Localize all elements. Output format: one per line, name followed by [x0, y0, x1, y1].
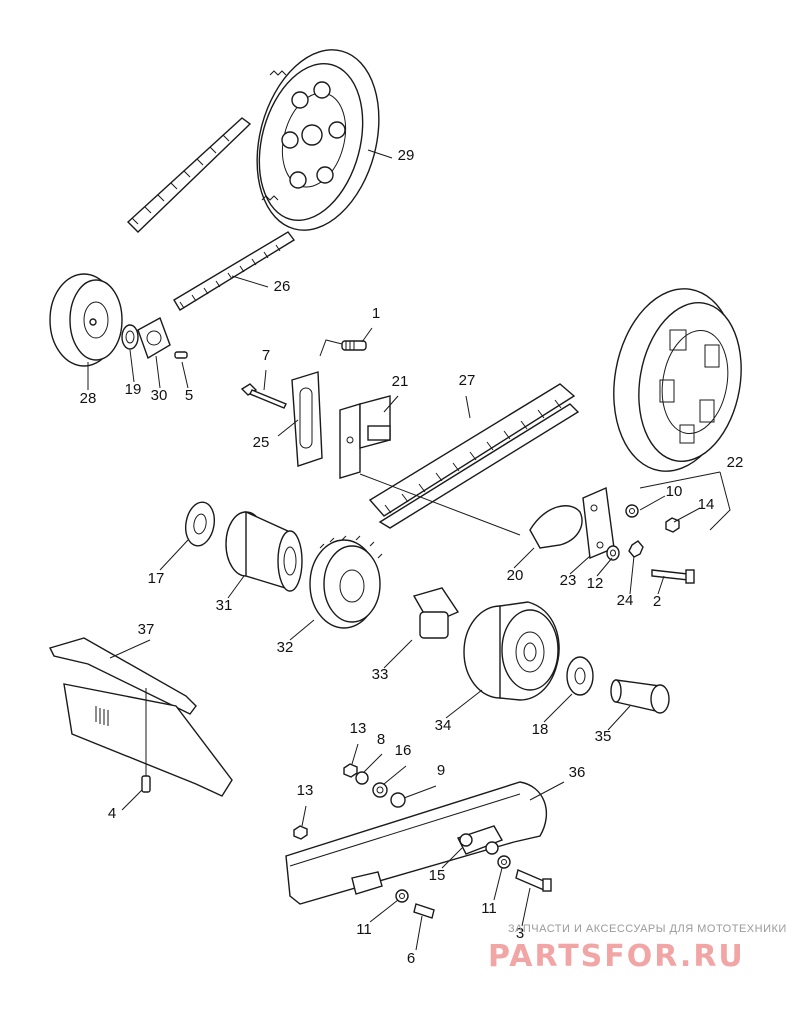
callout-3: 3: [516, 925, 524, 942]
callout-17: 17: [148, 570, 165, 587]
transmission-pulley: [49, 273, 123, 367]
callout-1: 1: [372, 305, 380, 322]
bolt-6: [413, 903, 435, 919]
callout-19: 19: [125, 381, 142, 398]
guard-screw: [141, 775, 151, 793]
clutch-sprocket: [613, 288, 742, 472]
callout-15: 15: [429, 867, 446, 884]
callout-35: 35: [595, 728, 612, 745]
callout-12: 12: [587, 575, 604, 592]
washer-11-left: [395, 889, 409, 903]
nut-13-upper: [343, 763, 358, 778]
bushing-9: [390, 792, 406, 808]
drive-chain: [368, 383, 580, 529]
front-sprocket: [309, 535, 383, 629]
callout-labels: 1234567891011111213131415161718192021222…: [80, 147, 744, 967]
callout-20: 20: [507, 567, 524, 584]
callout-7: 7: [262, 347, 270, 364]
callout-31: 31: [216, 597, 233, 614]
callout-23: 23: [560, 572, 577, 589]
callout-6: 6: [407, 950, 415, 967]
mounting-bracket: [339, 395, 391, 479]
watermark: ЗАПЧАСТИ И АКСЕССУАРЫ ДЛЯ МОТОТЕХНИКИ PA…: [488, 923, 787, 974]
callout-8: 8: [377, 731, 385, 748]
damper-drum: [463, 601, 560, 701]
callout-36: 36: [569, 764, 586, 781]
washer-11-right: [497, 855, 511, 869]
callout-13a: 13: [350, 720, 367, 737]
axle-sleeve: [610, 679, 670, 714]
callout-26: 26: [274, 278, 291, 295]
hub-insert: [412, 587, 460, 639]
callout-2: 2: [653, 593, 661, 610]
lock-washer-24: [628, 540, 644, 558]
callout-30: 30: [151, 387, 168, 404]
callout-22: 22: [727, 454, 744, 471]
callout-29: 29: [398, 147, 415, 164]
callout-10: 10: [666, 483, 683, 500]
belt-guard: [48, 637, 233, 797]
callout-28: 28: [80, 390, 97, 407]
seal: [121, 324, 139, 350]
lock-plate: [137, 316, 171, 360]
nut-13-lower: [293, 825, 308, 840]
callout-27: 27: [459, 372, 476, 389]
drive-belt: [173, 231, 296, 311]
long-bolt: [240, 383, 287, 409]
callout-21: 21: [392, 373, 409, 390]
pulley-hub: [225, 510, 303, 592]
watermark-tagline: ЗАПЧАСТИ И АКСЕССУАРЫ ДЛЯ МОТОТЕХНИКИ: [508, 923, 787, 935]
bushing-16: [372, 782, 388, 798]
lock-plate-screw: [174, 351, 188, 359]
callout-14: 14: [698, 496, 715, 513]
washer-10: [625, 504, 639, 518]
callout-11b: 11: [481, 900, 497, 917]
callout-37: 37: [138, 621, 155, 638]
rear-belt-pulley: [256, 49, 380, 231]
chain-guard: [285, 781, 548, 905]
watermark-brand: PARTSFOR.RU: [488, 939, 745, 974]
callout-18: 18: [532, 721, 549, 738]
callout-11a: 11: [356, 921, 372, 938]
chain-slider: [529, 505, 583, 549]
spacer-washer: [184, 501, 216, 547]
drive-belt-upper: [126, 117, 252, 233]
callout-34: 34: [435, 717, 452, 734]
bolt-2: [651, 569, 695, 584]
callout-32: 32: [277, 639, 294, 656]
bolt-3: [515, 869, 552, 892]
callout-4: 4: [108, 805, 116, 822]
washer-18: [566, 656, 594, 696]
callout-9: 9: [437, 762, 445, 779]
callout-25: 25: [253, 434, 270, 451]
callout-33: 33: [372, 666, 389, 683]
adjuster-screw: [341, 340, 367, 351]
callout-24: 24: [617, 592, 634, 609]
callout-13b: 13: [297, 782, 314, 799]
callout-16: 16: [395, 742, 412, 759]
washer-12: [606, 545, 620, 561]
leader-lines: [87, 149, 731, 951]
callout-5: 5: [185, 387, 193, 404]
spacer-8: [355, 771, 369, 785]
adjuster-plate: [291, 371, 323, 467]
